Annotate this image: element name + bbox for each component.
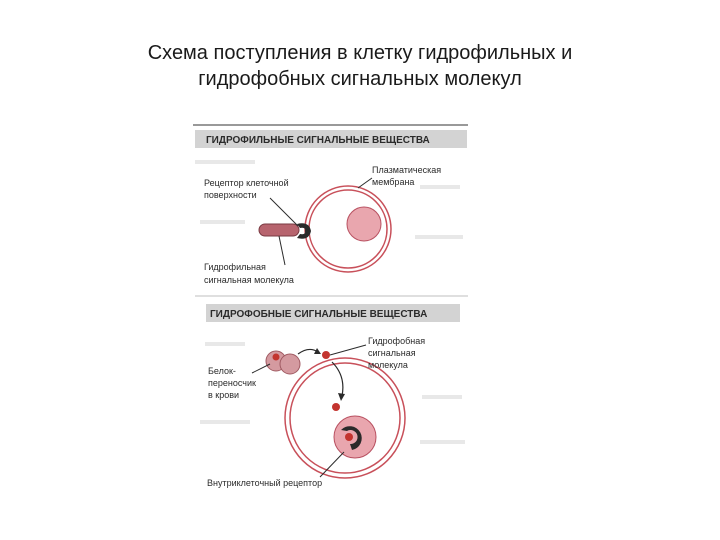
entry-arrowhead [338,393,345,401]
release-arrowhead [314,348,321,354]
background-texture-2 [200,342,465,444]
slide-title-line-1: Схема поступления в клетку гидрофильных … [147,42,573,64]
carrier-leader-line [251,363,271,374]
hydrophobic-molecule-label-1: Гидрофобная [368,336,425,346]
intracellular-receptor-label: Внутриклеточный рецептор [207,478,322,488]
hydrophilic-molecule-label-1: Гидрофильная [204,262,266,272]
carrier-label-1: Белок- [208,366,236,376]
background-texture [195,160,463,239]
hydrophobic-cell-membrane-inner [289,362,401,474]
hydrophobic-nucleus [333,415,377,459]
membrane-label-2: мембрана [372,177,414,187]
bound-hydrophobic-molecule [345,433,353,441]
cell-surface-receptor [297,223,311,239]
hydrophilic-molecule-label-2: сигнальная молекула [204,275,294,285]
carrier-label-2: переносчик [208,378,256,388]
carrier-protein-right [279,353,301,375]
receptor-label-2: поверхности [204,190,257,200]
hydrophilic-signal-molecule [258,223,300,237]
cytoplasm-hydrophobic-molecule [332,403,340,411]
hydrophobic-molecule-label-2: сигнальная [368,348,416,358]
hydrophobic-header: ГИДРОФОБНЫЕ СИГНАЛЬНЫЕ ВЕЩЕСТВА [210,309,427,320]
hydrophobic-cell-membrane [284,357,406,479]
hydrophilic-nucleus [346,206,382,242]
receptor-leader-line [269,197,299,227]
hydrophobic-molecule-label-3: молекула [368,360,408,370]
carrier-label-3: в крови [208,390,239,400]
entry-arrow [331,361,344,397]
intracellular-receptor-leader-line [319,451,345,478]
membrane-label-1: Плазматическая [372,165,441,175]
receptor-label-1: Рецептор клеточной [204,178,289,188]
hydrophobic-header-band [206,304,460,322]
hydrophobic-molecule-leader-line [329,344,367,356]
membrane-leader-line [357,177,373,189]
slide-title-line-2: гидрофобных сигнальных молекул [198,68,522,90]
free-hydrophobic-molecule [322,351,330,359]
carried-hydrophobic-molecule [272,353,280,361]
hydrophilic-header: ГИДРОФИЛЬНЫЕ СИГНАЛЬНЫЕ ВЕЩЕСТВА [206,135,430,146]
hydrophilic-molecule-leader-line [278,235,286,266]
intracellular-receptor [341,426,362,450]
hydrophilic-header-band [195,130,467,148]
slide-title: Схема поступления в клетку гидрофильных … [0,40,720,92]
